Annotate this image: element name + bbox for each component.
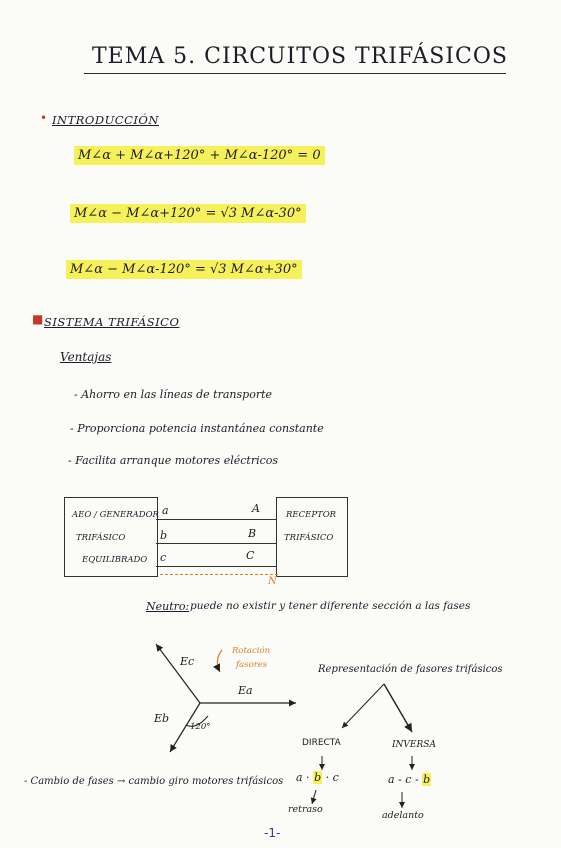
generator-label: AEO / GENERADOR	[72, 510, 159, 520]
line-label-b: b	[160, 529, 168, 542]
tree-branch-inversa	[383, 683, 413, 733]
phase-line-c	[156, 566, 276, 567]
generator-box	[64, 497, 158, 577]
bullet-square: ■	[32, 312, 44, 326]
phasor-ec-label: Ec	[180, 655, 195, 668]
representation-title: Representación de fasores trifásicos	[318, 664, 503, 675]
receptor-label: TRIFÁSICO	[284, 533, 334, 543]
line-label-C: C	[246, 549, 255, 562]
equation-2: M∠α − M∠α+120° = √3 M∠α-30°	[70, 204, 306, 223]
line-label-B: B	[248, 527, 257, 540]
line-label-a: a	[162, 504, 169, 517]
cambio-note: - Cambio de fases → cambio giro motores …	[24, 776, 284, 787]
section-heading-introduccion: INTRODUCCIÓN	[52, 113, 159, 127]
rotation-label: fasores	[236, 660, 268, 670]
generator-label: TRIFÁSICO	[76, 533, 126, 543]
phase-line-a	[156, 519, 276, 520]
phasor-ea-label: Ea	[238, 684, 253, 697]
directa-label: DIRECTA	[302, 738, 341, 748]
equation-2-text: M∠α − M∠α+120° = √3 M∠α-30°	[70, 204, 306, 223]
line-label-A: A	[252, 502, 260, 515]
ventajas-label: Ventajas	[60, 350, 112, 364]
adelanto-label: adelanto	[382, 810, 424, 821]
equation-1: M∠α + M∠α+120° + M∠α-120° = 0	[74, 146, 325, 165]
equation-3-text: M∠α − M∠α-120° = √3 M∠α+30°	[66, 260, 302, 279]
generator-label: EQUILIBRADO	[82, 555, 148, 565]
phasor-eb-arrow	[169, 702, 201, 753]
line-label-c: c	[160, 551, 167, 564]
seq-item: c	[405, 773, 412, 786]
angle-arc	[185, 715, 209, 727]
bullet-dot: •	[40, 111, 48, 125]
inversa-label: INVERSA	[392, 740, 436, 750]
section-heading-sistema: SISTEMA TRIFÁSICO	[44, 315, 180, 329]
ventaja-item: - Ahorro en las líneas de transporte	[74, 388, 273, 401]
directa-sequence: a · b · c	[296, 771, 339, 784]
neutral-label: N	[268, 576, 277, 587]
rotation-label: Rotación	[232, 646, 271, 656]
retraso-arrow	[310, 789, 317, 805]
neutral-line	[160, 574, 278, 575]
receptor-label: RECEPTOR	[286, 510, 337, 520]
angle-label: 120°	[190, 722, 211, 732]
title-underline	[84, 73, 506, 74]
page-title: TEMA 5. CIRCUITOS TRIFÁSICOS	[92, 44, 508, 69]
phasor-ec-arrow	[155, 643, 201, 704]
neutro-label: Neutro:	[146, 600, 190, 613]
neutro-text: puede no existir y tener diferente secci…	[190, 600, 471, 612]
ventaja-item: - Proporciona potencia instantánea const…	[70, 422, 324, 435]
seq-item: a	[296, 771, 303, 784]
tree-branch-directa	[341, 683, 385, 729]
rotation-arrow	[213, 649, 223, 673]
phase-line-b	[156, 543, 276, 544]
seq-item: c	[332, 771, 339, 784]
seq-item: a	[388, 773, 395, 786]
inversa-sequence: a - c - b	[388, 773, 432, 786]
phasor-eb-label: Eb	[154, 712, 170, 725]
seq-item-highlight: b	[422, 773, 432, 786]
retraso-label: retraso	[288, 804, 323, 815]
ventaja-item: - Facilita arranque motores eléctricos	[68, 454, 279, 467]
equation-1-text: M∠α + M∠α+120° + M∠α-120° = 0	[74, 146, 325, 165]
equation-3: M∠α − M∠α-120° = √3 M∠α+30°	[66, 260, 302, 279]
receptor-box	[276, 497, 348, 577]
seq-item-highlight: b	[313, 771, 323, 784]
page-number: -1-	[264, 826, 281, 840]
